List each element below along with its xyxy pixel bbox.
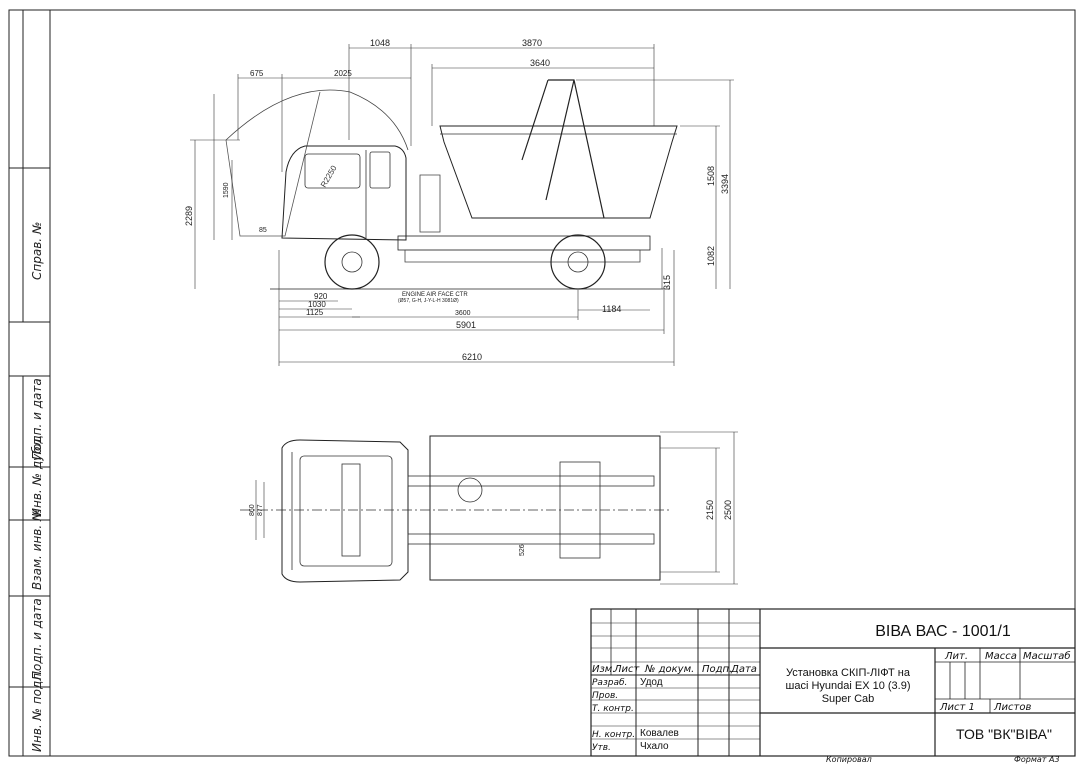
chassis-frame <box>397 235 651 251</box>
dim-1082: 1082 <box>706 246 716 266</box>
plan-view <box>240 435 670 583</box>
sheet-border <box>8 9 1076 757</box>
dim-920: 920 <box>314 292 328 301</box>
masshtab-label: Масштаб <box>1023 650 1071 662</box>
dim-860: 860 <box>249 504 256 516</box>
title-block-text: ВІВА ВАС - 1001/1 Установка СКІП-ЛІФТ на… <box>592 623 1071 764</box>
dim-877: 877 <box>257 504 264 516</box>
engine-note: ENGINE AIR FACE CTR <box>402 292 468 298</box>
rear-wheel-hub <box>567 251 589 273</box>
dim-3870: 3870 <box>522 38 542 48</box>
front-wheel-hub <box>341 251 363 273</box>
col-doc: № докум. <box>644 664 694 675</box>
podp-label-1: Подп. и дата <box>30 378 44 460</box>
massa-label: Масса <box>985 651 1017 662</box>
desc-line-1: Установка СКІП-ЛІФТ на <box>786 667 911 679</box>
plan-cab <box>281 439 409 583</box>
nkontr-name: Ковалев <box>640 728 679 739</box>
chassis-detail <box>404 174 641 263</box>
tkontr-label: Т. контр. <box>592 704 634 714</box>
dim-1125: 1125 <box>306 308 324 317</box>
plan-dimensions <box>255 431 738 585</box>
side-dimensions <box>190 44 734 366</box>
company-name: ТОВ "ВК"ВІВА" <box>956 726 1052 742</box>
lift-arm <box>521 79 605 219</box>
plan-frame-rail-left <box>407 475 655 487</box>
lit-label: Лит. <box>944 651 968 662</box>
inv-dubl-label: Инв. № дубл. <box>30 435 44 517</box>
col-izm: Изм. <box>592 664 616 675</box>
plan-axle-front <box>341 463 361 557</box>
plan-frame-rail-right <box>407 533 655 545</box>
tilt-radius-label: R2250 <box>319 164 339 189</box>
dim-3600: 3600 <box>455 310 471 317</box>
utv-name: Чхало <box>640 741 669 752</box>
nkontr-label: Н. контр. <box>592 730 635 740</box>
sprav-label: Справ. № <box>30 222 44 280</box>
engine-note-2: (Ø57, G-H, J-Y-L-H 3081Ø) <box>398 298 459 304</box>
left-strip-labels: Справ. № Подп. и дата Инв. № дубл. Взам.… <box>30 222 44 752</box>
col-podp: Подп. <box>702 664 732 675</box>
kopiroval-label: Копировал <box>826 755 872 764</box>
dim-3640: 3640 <box>530 58 550 68</box>
dim-1508: 1508 <box>706 166 716 186</box>
col-list: Лист <box>613 664 641 675</box>
dim-1030: 1030 <box>308 300 326 309</box>
razrab-name: Удод <box>640 677 663 688</box>
cab-window-rear <box>369 151 391 189</box>
dim-1048: 1048 <box>370 38 390 48</box>
dim-2025: 2025 <box>334 69 352 78</box>
dim-2289: 2289 <box>184 206 194 226</box>
sheets-total: Листов <box>993 702 1031 713</box>
utv-label: Утв. <box>592 743 611 753</box>
desc-line-3: Super Cab <box>822 693 875 705</box>
format-label: Формат А3 <box>1014 755 1060 764</box>
dim-85: 85 <box>259 227 267 234</box>
dim-2150: 2150 <box>705 500 715 520</box>
dim-315: 315 <box>662 275 672 290</box>
front-wheel <box>324 234 380 290</box>
dim-1590: 1590 <box>223 182 230 198</box>
col-data: Дата <box>730 664 757 675</box>
plan-dim-labels: 860 877 526 2150 2500 <box>249 500 733 556</box>
designation: ВІВА ВАС - 1001/1 <box>875 623 1011 640</box>
plan-axle-rear <box>559 461 601 559</box>
desc-line-2: шасі Hyundai EX 10 (3.9) <box>786 680 911 692</box>
dim-526: 526 <box>519 544 526 556</box>
plan-skip <box>429 435 661 581</box>
title-block <box>590 608 1076 757</box>
sheet-number: Лист 1 <box>939 702 975 713</box>
inv-podl-label: Инв. № подл. <box>30 669 44 752</box>
dim-5901: 5901 <box>456 320 476 330</box>
dim-2500: 2500 <box>723 500 733 520</box>
vzam-label: Взам. инв. № <box>30 509 44 590</box>
prov-label: Пров. <box>592 691 618 701</box>
razrab-label: Разраб. <box>592 678 627 688</box>
tilted-cab-outline <box>225 91 321 237</box>
plan-tank <box>457 477 483 503</box>
cab-tilt-arc <box>225 89 409 151</box>
dim-3394: 3394 <box>720 174 730 194</box>
dim-1184: 1184 <box>602 304 621 314</box>
cab-window-front <box>304 153 361 189</box>
dim-675: 675 <box>250 69 264 78</box>
drawing-frame <box>49 9 1076 757</box>
podp-label-2: Подп. и дата <box>30 598 44 680</box>
side-view: R2250 <box>225 79 678 290</box>
cab-outline <box>281 145 407 241</box>
side-dim-labels: 1048 3870 3640 675 2025 1508 3394 1082 3… <box>184 38 730 362</box>
dim-6210: 6210 <box>462 352 482 362</box>
skip-container <box>439 125 678 219</box>
left-stamp-strip <box>9 10 50 756</box>
plan-cab-roof <box>299 455 393 567</box>
